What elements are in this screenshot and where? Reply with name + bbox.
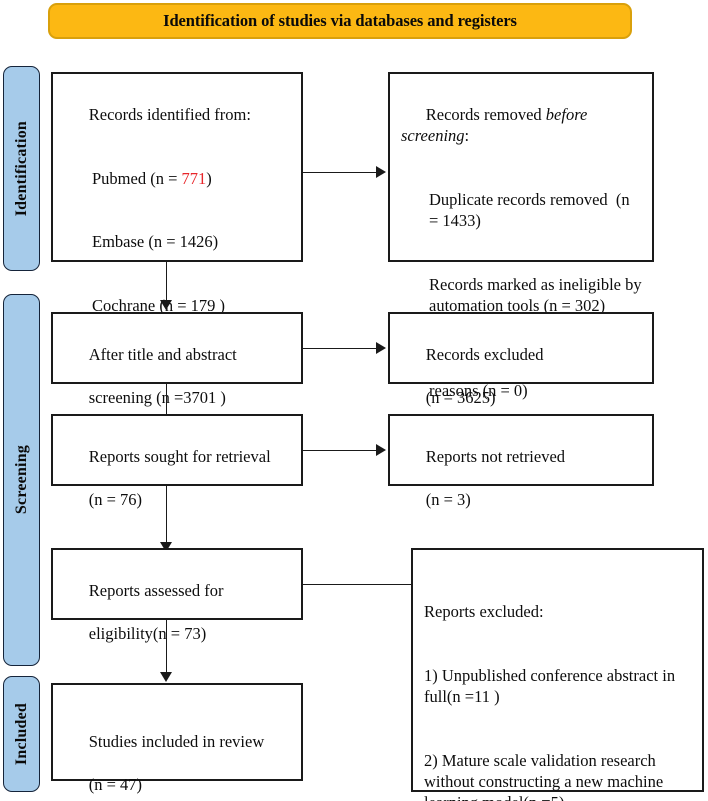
reports-assessed-line-2: eligibility(n = 73): [88, 623, 207, 643]
box-reports-excluded-list: Reports excluded: 1) Unpublished confere…: [411, 548, 704, 801]
reports-excluded-item-1: 1) Unpublished conference abstract in fu…: [424, 665, 680, 707]
box-after-screening: After title and abstract screening (n =3…: [51, 312, 303, 407]
connector-identified-to-screening: [166, 262, 167, 304]
arrowhead-assessed-to-included: [160, 672, 172, 682]
connector-identified-to-removed: [303, 172, 378, 173]
box-reports-assessed-body: Reports assessed for eligibility(n = 73): [64, 559, 291, 665]
arrowhead-screening-to-excluded: [376, 342, 386, 354]
stage-label-identification: Identification: [3, 66, 40, 271]
arrowhead-identified-to-screening: [160, 300, 172, 310]
studies-included-line-1: Studies included in review: [88, 732, 265, 752]
box-records-identified: Records identified from: Pubmed (n = 771…: [51, 72, 303, 442]
reports-excluded-heading: Reports excluded:: [424, 602, 544, 622]
records-removed-heading-suffix: :: [464, 126, 470, 146]
stage-label-identification-text: Identification: [12, 120, 30, 217]
records-identified-line-embase: Embase (n = 1426): [92, 232, 219, 252]
diagram-title-text: Identification of studies via databases …: [163, 11, 517, 30]
connector-screening-to-sought: [166, 384, 167, 420]
after-screening-line-1: After title and abstract: [88, 345, 237, 365]
connector-assessed-to-included: [166, 620, 167, 678]
reports-excluded-item-2: 2) Mature scale validation research with…: [424, 750, 664, 801]
records-removed-line-automation: Records marked as ineligible by automati…: [429, 274, 646, 315]
connector-screening-to-excluded: [303, 348, 378, 349]
reports-sought-line-2: (n = 76): [88, 489, 143, 509]
reports-not-retrieved-line-1: Reports not retrieved: [425, 447, 566, 467]
box-reports-assessed: Reports assessed for eligibility(n = 73): [51, 548, 303, 643]
reports-assessed-line-1: Reports assessed for: [88, 581, 224, 601]
pubmed-count: 771: [181, 168, 207, 188]
after-screening-line-2: screening (n =3701 ): [88, 387, 226, 407]
stage-label-screening-text: Screening: [12, 445, 30, 515]
box-reports-sought-body: Reports sought for retrieval (n = 76): [64, 425, 291, 531]
connector-sought-to-not-retrieved: [303, 450, 378, 451]
box-reports-not-retrieved: Reports not retrieved (n = 3): [388, 414, 654, 509]
records-identified-line-pubmed: Pubmed (n = 771): [92, 168, 212, 188]
box-reports-excluded-list-body: Reports excluded: 1) Unpublished confere…: [424, 559, 692, 801]
records-removed-heading-prefix: Records removed: [425, 105, 546, 125]
box-studies-included-body: Studies included in review (n = 47): [64, 694, 291, 801]
reports-sought-line-1: Reports sought for retrieval: [88, 447, 271, 467]
box-records-excluded: Records excluded (n = 3625): [388, 312, 654, 407]
arrowhead-sought-to-not-retrieved: [376, 444, 386, 456]
records-removed-line-duplicate: Duplicate records removed (n = 1433): [429, 189, 634, 231]
stage-label-included-text: Included: [12, 702, 30, 766]
connector-assessed-to-excluded: [303, 584, 411, 585]
reports-not-retrieved-line-2: (n = 3): [425, 489, 471, 509]
records-identified-heading: Records identified from:: [88, 105, 251, 125]
box-reports-sought: Reports sought for retrieval (n = 76): [51, 414, 303, 509]
stage-label-screening: Screening: [3, 294, 40, 666]
connector-sought-to-assessed: [166, 486, 167, 548]
records-removed-heading-italic: before screening: [401, 105, 592, 146]
box-records-excluded-body: Records excluded (n = 3625): [401, 323, 642, 429]
records-excluded-line-2: (n = 3625): [425, 387, 496, 407]
records-excluded-line-1: Records excluded: [425, 345, 544, 365]
arrowhead-sought-to-assessed: [160, 542, 172, 552]
diagram-title-banner: Identification of studies via databases …: [48, 3, 632, 39]
records-removed-heading: Records removed before screening:: [401, 105, 591, 145]
box-after-screening-body: After title and abstract screening (n =3…: [64, 323, 291, 429]
arrowhead-identified-to-removed: [376, 166, 386, 178]
box-studies-included: Studies included in review (n = 47): [51, 683, 303, 794]
box-records-removed: Records removed before screening: Duplic…: [388, 72, 654, 400]
box-reports-not-retrieved-body: Reports not retrieved (n = 3): [401, 425, 642, 531]
studies-included-line-2: (n = 47): [88, 774, 143, 794]
stage-label-included: Included: [3, 676, 40, 792]
